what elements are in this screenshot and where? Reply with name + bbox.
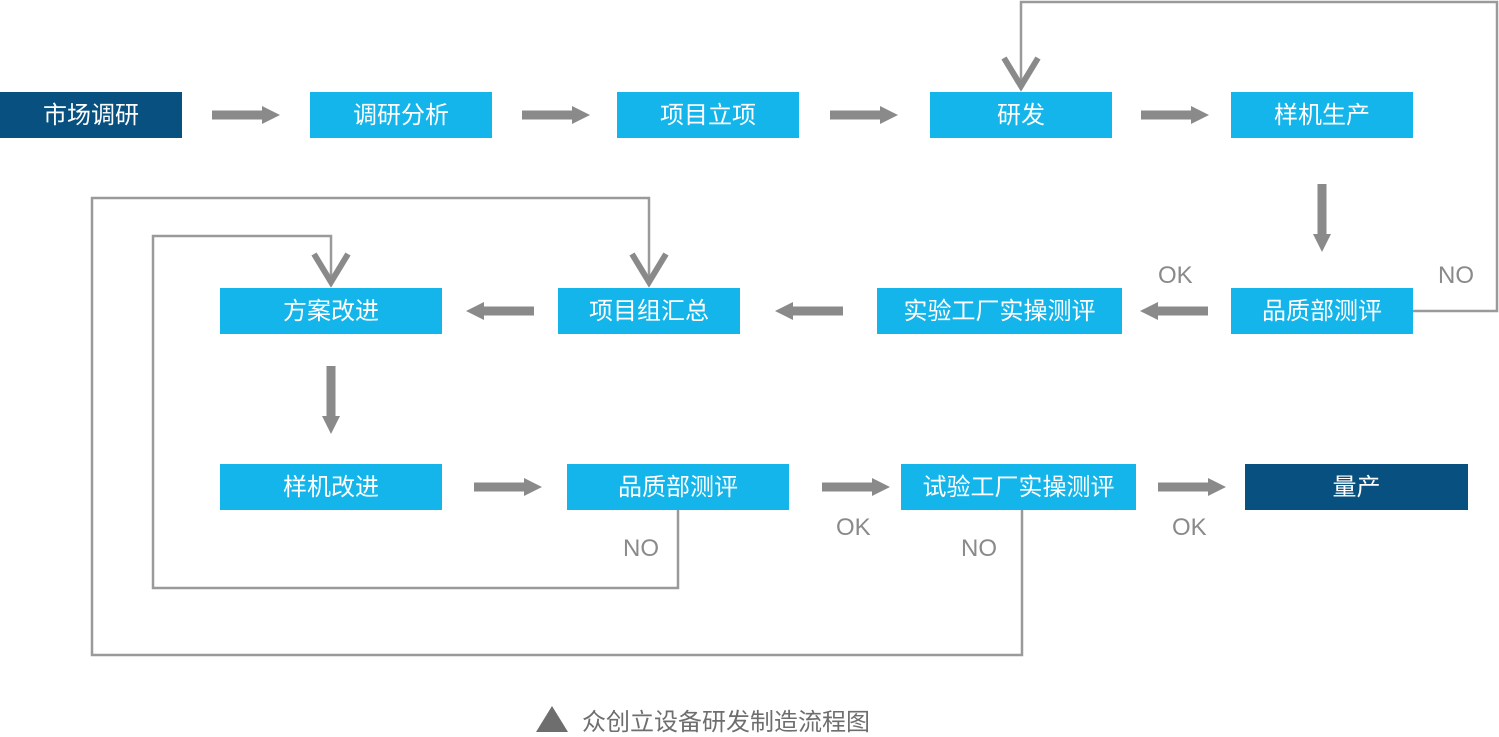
ok-label: OK [1158,262,1193,289]
arrow-left-2 [775,302,843,320]
loop-arrowhead-inner [311,252,351,288]
node-quality-eval-1: 品质部测评 [1231,288,1413,334]
node-label: 项目立项 [660,101,756,129]
node-label: 量产 [1332,473,1381,501]
arrow-left-1 [1140,302,1208,320]
loop-arrowhead-outer [629,252,669,288]
arrow-right-6 [822,478,890,496]
no-label: NO [961,535,997,562]
ok-label: OK [1172,514,1207,541]
no-label: NO [1438,262,1474,289]
node-mass-production: 量产 [1245,464,1468,510]
node-plan-improvement: 方案改进 [220,288,442,334]
node-quality-eval-2: 品质部测评 [567,464,789,510]
loop-arrowhead-top [1001,56,1041,92]
arrow-right-3 [830,106,898,124]
ok-label: OK [836,514,871,541]
node-project-initiation: 项目立项 [617,92,799,138]
arrow-left-3 [466,302,534,320]
node-label: 市场调研 [43,101,139,129]
triangle-icon [536,706,568,732]
node-development: 研发 [930,92,1112,138]
node-prototype-production: 样机生产 [1231,92,1413,138]
node-market-research: 市场调研 [0,92,182,138]
node-prototype-improvement: 样机改进 [220,464,442,510]
arrow-right-2 [522,106,590,124]
arrow-right-5 [474,478,542,496]
arrow-down-1 [1313,184,1331,252]
node-label: 实验工厂实操测评 [903,297,1096,325]
node-label: 试验工厂实操测评 [922,473,1115,501]
node-label: 项目组汇总 [589,297,709,325]
node-research-analysis: 调研分析 [310,92,492,138]
arrow-right-4 [1141,106,1209,124]
node-factory-eval-2: 试验工厂实操测评 [901,464,1136,510]
loop-line-no-top [1019,0,1499,313]
node-label: 研发 [997,101,1045,129]
node-label: 样机生产 [1274,101,1370,129]
loop-line-no-outer [90,196,1024,657]
node-label: 品质部测评 [1262,297,1382,325]
node-label: 样机改进 [283,473,379,501]
caption-text: 众创立设备研发制造流程图 [582,707,870,736]
node-project-summary: 项目组汇总 [558,288,740,334]
arrow-right-1 [212,106,280,124]
node-label: 品质部测评 [618,473,738,501]
node-label: 调研分析 [353,101,449,129]
arrow-right-7 [1158,478,1226,496]
arrow-down-2 [322,366,340,434]
node-factory-eval-1: 实验工厂实操测评 [877,288,1122,334]
node-label: 方案改进 [283,297,379,325]
loop-line-no-inner [151,234,680,590]
figure-caption: 众创立设备研发制造流程图 [536,702,870,736]
no-label: NO [623,535,659,562]
